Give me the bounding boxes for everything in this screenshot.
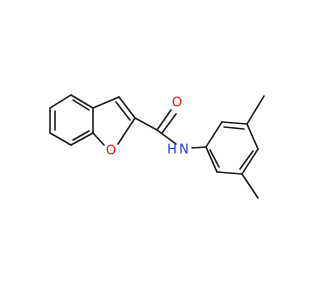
atom-o-furan: O: [104, 143, 118, 159]
atom-n-amide: N: [177, 143, 191, 158]
bond-aryl-5: [216, 171, 243, 175]
bond-furan-double: [115, 101, 131, 121]
atom-h-amide: H: [166, 143, 178, 158]
bond-benzo-5: [70, 132, 94, 146]
bond-benzo-3: [70, 94, 94, 109]
atom-o-furan-label: O: [106, 144, 116, 159]
bond-benzo-2: [49, 94, 72, 109]
bond-carbonyl-o-1: [156, 109, 172, 131]
bond-aryl-double-2: [239, 150, 254, 170]
atom-n-amide-label: N: [179, 143, 189, 158]
bonds-layer: [49, 94, 265, 199]
molecule-canvas: O O N H: [49, 94, 265, 199]
bond-furan-c3-c2: [118, 96, 136, 119]
bond-benzo-double-2: [72, 99, 90, 111]
bond-methyl-2: [241, 173, 259, 199]
atom-o-carbonyl-label: O: [172, 96, 182, 111]
bond-furan-c2-o: [117, 117, 136, 145]
bond-methyl-1: [246, 95, 265, 125]
bond-aryl-double-1: [223, 126, 245, 130]
bond-benzo-double-3: [72, 130, 90, 141]
bond-carbonyl-o-2: [161, 113, 177, 134]
atom-labels-layer: O O N H: [104, 96, 191, 159]
bond-aryl-1: [205, 121, 223, 148]
bond-carbonyl-n: [156, 129, 177, 145]
bond-aryl-6: [205, 146, 218, 173]
atom-h-amide-label: H: [167, 143, 177, 158]
bond-aryl-4: [241, 148, 259, 175]
atom-o-carbonyl: O: [170, 96, 184, 111]
bond-aryl-double-3: [209, 149, 220, 168]
bond-benzo-6: [49, 132, 72, 146]
bond-furan-c3a-c3: [92, 96, 120, 109]
bond-c2-carbonyl: [134, 117, 158, 131]
bond-aryl-3: [246, 123, 259, 150]
bond-aryl-2: [221, 121, 248, 125]
bond-n-aryl: [191, 146, 207, 149]
bond-furan-o-c7a: [92, 132, 105, 146]
